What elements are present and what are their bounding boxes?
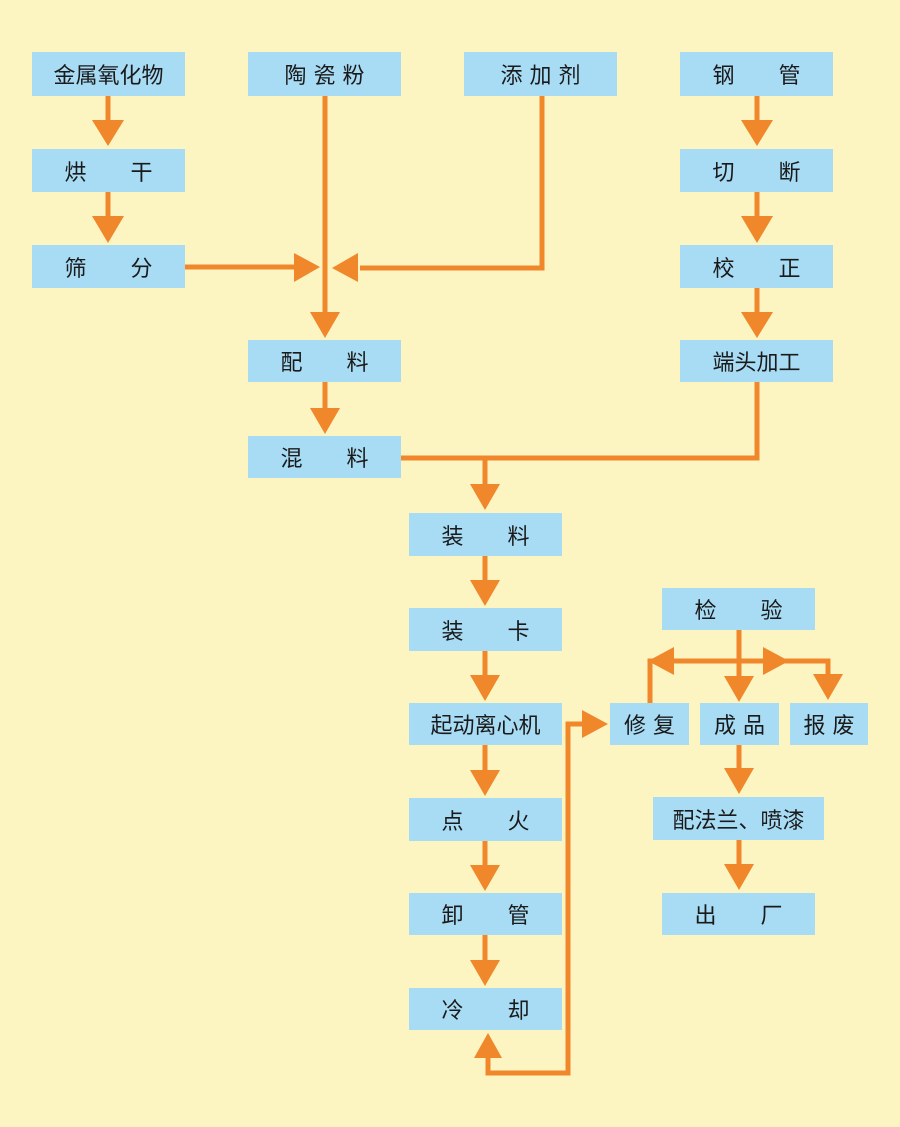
- connector-repair-loop: [485, 721, 584, 1076]
- arrowhead: [470, 675, 500, 701]
- node-label: 端头加工: [712, 351, 801, 376]
- node-cut: 切 断: [680, 149, 833, 192]
- node-finished: 成 品: [700, 703, 779, 745]
- node-label: 点 火: [441, 809, 530, 835]
- arrowhead: [310, 408, 340, 434]
- node-dry: 烘 干: [32, 149, 185, 192]
- node-ignite: 点 火: [409, 798, 562, 841]
- node-ship: 出 厂: [662, 893, 815, 935]
- arrowhead: [724, 676, 754, 702]
- node-ceramic-powder: 陶 瓷 粉: [248, 52, 401, 96]
- arrowhead: [474, 1033, 502, 1058]
- arrowhead: [470, 484, 500, 510]
- node-label: 成 品: [714, 714, 765, 739]
- arrowhead: [763, 647, 789, 675]
- node-mixing: 混 料: [248, 436, 401, 478]
- connector-end-merge: [401, 382, 760, 461]
- node-label: 添 加 剂: [500, 64, 581, 89]
- arrowhead: [724, 768, 754, 794]
- node-label: 陶 瓷 粉: [284, 64, 365, 89]
- node-label: 起动离心机: [430, 714, 541, 739]
- arrowhead: [741, 120, 773, 146]
- arrowhead: [741, 216, 773, 243]
- node-label: 金属氧化物: [53, 64, 164, 89]
- arrowhead: [813, 674, 843, 700]
- node-metal-oxide: 金属氧化物: [32, 52, 185, 96]
- node-batching: 配 料: [248, 340, 401, 382]
- arrowhead: [92, 216, 124, 243]
- node-cooling: 冷 却: [409, 988, 562, 1030]
- arrowhead: [470, 865, 500, 891]
- node-label: 校 正: [712, 256, 801, 282]
- node-label: 冷 却: [441, 999, 530, 1024]
- node-flange-paint: 配法兰、喷漆: [653, 797, 824, 840]
- node-loading: 装 料: [409, 513, 562, 556]
- arrowhead: [332, 253, 358, 282]
- node-repair: 修 复: [610, 703, 689, 745]
- node-clamping: 装 卡: [409, 608, 562, 651]
- node-inspection: 检 验: [662, 588, 815, 630]
- arrowhead: [294, 253, 320, 282]
- node-label: 装 卡: [441, 619, 530, 645]
- arrowhead: [470, 770, 500, 796]
- node-label: 配 料: [280, 351, 369, 376]
- node-label: 混 料: [280, 447, 369, 472]
- node-label: 卸 管: [441, 904, 530, 929]
- arrowhead: [724, 864, 754, 890]
- node-sieve: 筛 分: [32, 245, 185, 288]
- node-label: 筛 分: [64, 256, 153, 282]
- node-start-centrifuge: 起动离心机: [409, 703, 562, 745]
- connector-to-scrap: [780, 658, 831, 676]
- node-additive: 添 加 剂: [464, 52, 617, 96]
- node-label: 出 厂: [694, 904, 783, 929]
- arrowhead: [741, 312, 773, 338]
- node-straighten: 校 正: [680, 245, 833, 288]
- node-steel-pipe: 钢 管: [680, 52, 833, 96]
- node-label: 钢 管: [712, 64, 801, 89]
- arrowhead: [582, 710, 608, 738]
- node-label: 配法兰、喷漆: [672, 808, 805, 834]
- node-label: 检 验: [694, 599, 783, 624]
- arrowhead: [310, 312, 340, 338]
- node-unload-pipe: 卸 管: [409, 893, 562, 935]
- connector-additive-batch: [360, 96, 545, 271]
- node-label: 装 料: [441, 524, 530, 550]
- arrowhead: [470, 960, 500, 986]
- arrowhead: [648, 647, 674, 675]
- node-scrap: 报 废: [790, 703, 868, 745]
- arrowhead: [470, 580, 500, 606]
- node-label: 修 复: [624, 714, 675, 739]
- node-label: 报 废: [803, 714, 855, 739]
- node-end-machining: 端头加工: [680, 340, 833, 382]
- node-label: 烘 干: [64, 160, 153, 186]
- node-label: 切 断: [712, 160, 801, 186]
- arrowhead: [92, 120, 124, 146]
